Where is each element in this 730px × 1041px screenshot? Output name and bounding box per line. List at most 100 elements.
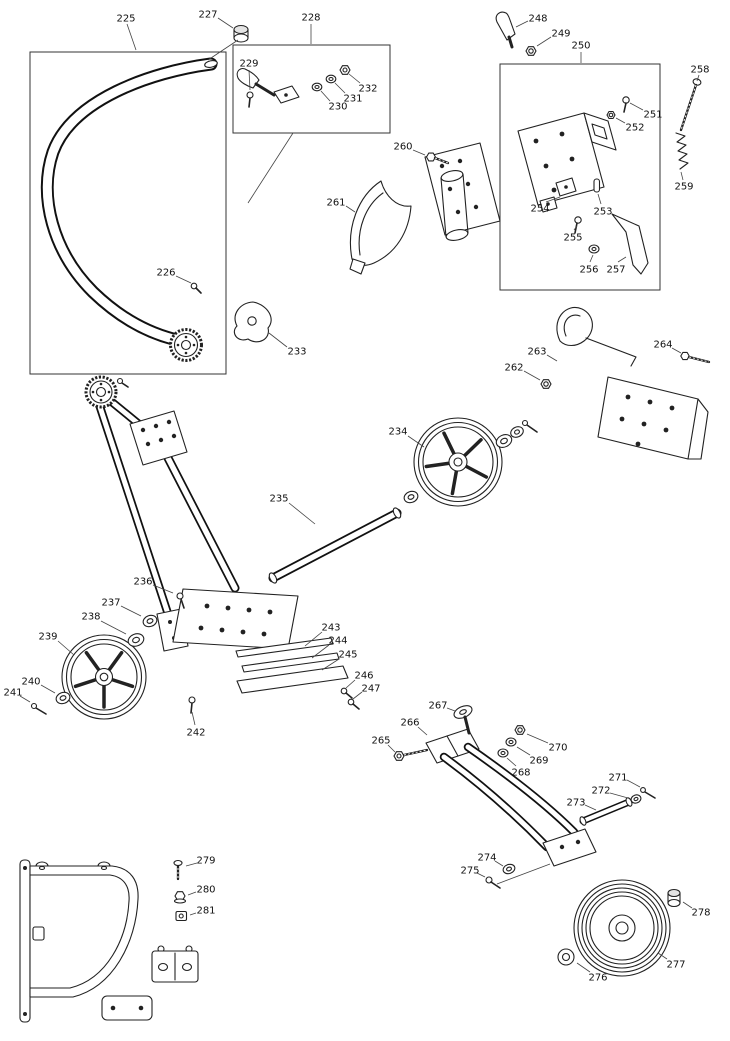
leader-line-270 <box>526 733 549 744</box>
part-label-278: 278 <box>691 908 710 919</box>
bolt-260 <box>425 152 450 165</box>
bushing-227 <box>207 24 249 61</box>
nut-262 <box>540 379 552 389</box>
washer-274 <box>502 863 516 875</box>
washer-269 <box>505 737 517 747</box>
terminal-block <box>151 945 199 983</box>
leader-line-266 <box>417 726 428 736</box>
cotter-pin-241 <box>30 702 47 715</box>
bolt-258 <box>679 78 702 132</box>
screw-246 <box>340 687 353 699</box>
leader-line-262 <box>523 370 541 381</box>
spacer-254 <box>555 177 577 197</box>
part-label-230: 230 <box>328 102 347 113</box>
leader-line-234 <box>407 435 425 448</box>
blade-plates <box>188 637 360 714</box>
part-label-234: 234 <box>388 427 407 438</box>
part-label-255: 255 <box>563 233 582 244</box>
frame-sprocket <box>84 375 118 409</box>
bolt-264 <box>680 351 711 364</box>
part-label-245: 245 <box>338 650 357 661</box>
washer-237 <box>142 614 158 628</box>
part-label-248: 248 <box>528 14 547 25</box>
frame-bracket-plate <box>129 410 188 466</box>
leader-line-231 <box>334 82 346 94</box>
mount-bracket-assembly <box>517 96 649 275</box>
leader-line-257 <box>617 256 627 263</box>
washer-276 <box>557 948 575 966</box>
part-label-240: 240 <box>21 677 40 688</box>
foot-plate <box>156 588 299 652</box>
part-label-259: 259 <box>674 182 693 193</box>
wheel-277 <box>573 879 671 977</box>
leader-line-229 <box>248 69 251 91</box>
part-label-228: 228 <box>301 13 320 24</box>
washer-238 <box>127 633 145 647</box>
clamp-detail-box <box>232 44 391 134</box>
fork-end-plate <box>542 828 597 867</box>
leader-line-269 <box>516 746 531 756</box>
bolt-251 <box>622 96 630 113</box>
leader-line-259 <box>680 171 684 181</box>
part-label-256: 256 <box>579 265 598 276</box>
leader-line-245 <box>321 658 340 671</box>
leader-line-241 <box>19 695 31 703</box>
axle-tube-235 <box>268 490 419 584</box>
part-label-241: 241 <box>3 688 22 699</box>
cable-clamp-parts <box>236 65 351 204</box>
diagram-artwork <box>19 11 711 1023</box>
leader-line-261 <box>345 205 356 213</box>
part-label-250: 250 <box>571 41 590 52</box>
leader-line-265 <box>387 744 396 753</box>
leader-line-278 <box>682 901 693 909</box>
bushing-278 <box>667 888 681 908</box>
part-label-275: 275 <box>460 866 479 877</box>
part-label-246: 246 <box>354 671 373 682</box>
engine-mount-plate <box>424 142 501 241</box>
leader-line-232 <box>348 73 361 84</box>
part-label-233: 233 <box>287 347 306 358</box>
leader-line-280 <box>187 891 197 896</box>
leader-line-267 <box>446 707 456 712</box>
nut-281 <box>175 910 188 922</box>
leader-line-255 <box>573 225 578 231</box>
frame-pivot-bolt <box>116 377 129 388</box>
part-label-280: 280 <box>196 885 215 896</box>
leader-line-254 <box>545 196 561 203</box>
wire-clip-263 <box>556 307 637 367</box>
knob-267 <box>453 705 473 735</box>
part-label-281: 281 <box>196 906 215 917</box>
leader-line-240 <box>40 684 56 694</box>
rear-mount-plate <box>597 376 709 460</box>
part-label-252: 252 <box>625 123 644 134</box>
knob-233 <box>233 301 272 343</box>
washer-240 <box>55 691 71 705</box>
part-label-262: 262 <box>504 363 523 374</box>
leader-line-263 <box>546 354 558 362</box>
clamp-lever <box>236 68 260 89</box>
leader-line-225 <box>126 23 137 51</box>
bracket-flange <box>583 112 617 151</box>
part-label-263: 263 <box>527 347 546 358</box>
leader-line-236 <box>152 584 174 594</box>
part-label-226: 226 <box>156 268 175 279</box>
part-label-235: 235 <box>269 494 288 505</box>
part-label-276: 276 <box>588 973 607 984</box>
leader-line-275 <box>476 872 486 878</box>
axle-washer <box>403 490 419 504</box>
part-label-260: 260 <box>393 142 412 153</box>
part-label-247: 247 <box>361 684 380 695</box>
plate-245 <box>236 665 349 694</box>
handle-detail-box <box>29 51 227 375</box>
part-label-239: 239 <box>38 632 57 643</box>
leader-line-248 <box>515 20 529 28</box>
leader-line-243 <box>304 631 323 647</box>
part-label-249: 249 <box>551 29 570 40</box>
axle-273 <box>579 797 633 826</box>
bolt-255 <box>574 216 582 234</box>
leader-line-237 <box>120 605 142 617</box>
leader-line-264 <box>671 347 682 354</box>
part-label-265: 265 <box>371 736 390 747</box>
bolt-279 <box>173 859 183 881</box>
